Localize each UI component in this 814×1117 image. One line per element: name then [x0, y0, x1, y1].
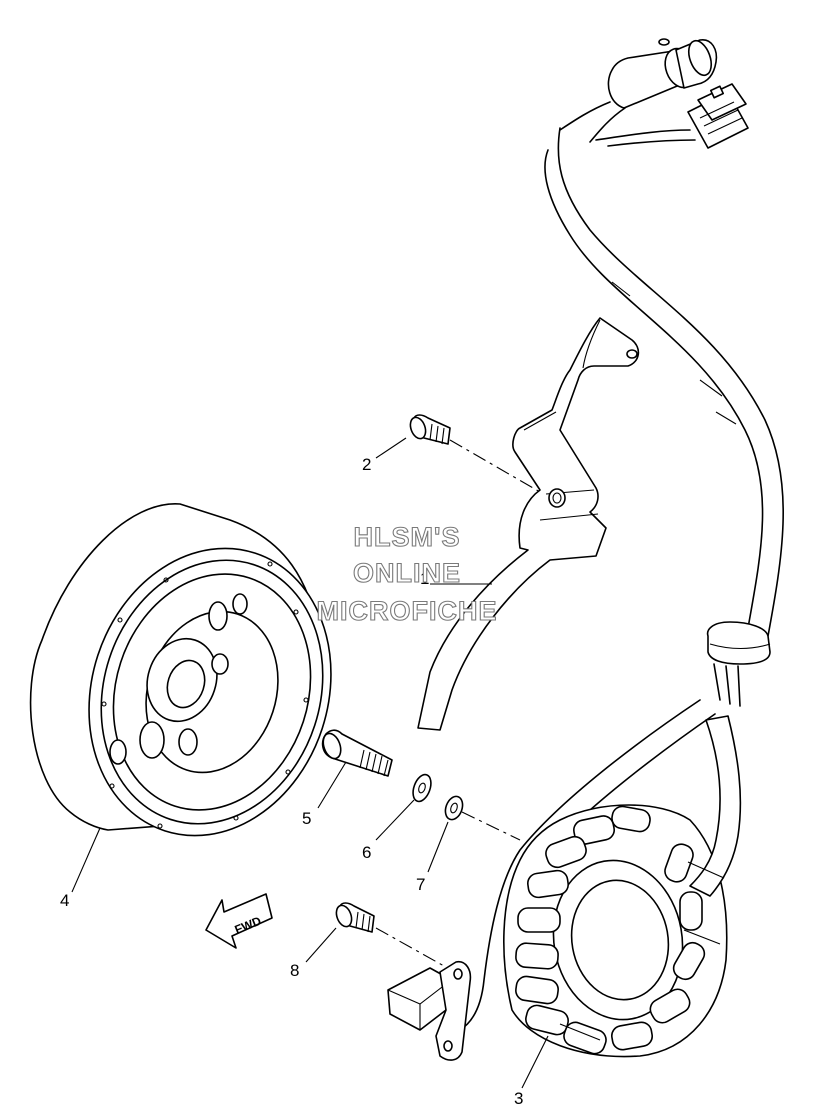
fwd-direction-arrow: FWD — [205, 893, 273, 949]
callout-4: 4 — [60, 891, 69, 910]
pickup-coil — [387, 960, 472, 1061]
stator-coils — [515, 805, 706, 1055]
callout-6: 6 — [362, 843, 371, 862]
washer-axis-line — [461, 811, 521, 841]
screw-upper — [409, 414, 451, 445]
leader-lines — [71, 437, 549, 1089]
screw-axis-line-lower — [375, 927, 445, 967]
callout-1: 1 — [420, 569, 429, 588]
callout-labels: 1 2 3 4 5 6 7 8 — [60, 455, 523, 1108]
screw-lower — [335, 902, 375, 933]
callout-2: 2 — [362, 455, 371, 474]
callout-3: 3 — [514, 1089, 523, 1108]
watermark-line-1: HLSM'S — [354, 522, 461, 552]
bracket — [417, 317, 640, 731]
callout-5: 5 — [302, 809, 311, 828]
rectangular-connector — [687, 83, 749, 149]
rotor-rim-holes — [101, 561, 309, 829]
bolt — [321, 729, 393, 777]
watermark-line-2: ONLINE — [353, 558, 461, 588]
round-connector — [607, 38, 718, 109]
wire-grommet — [706, 621, 771, 707]
screw-axis-line-upper — [449, 439, 541, 493]
washer-7 — [444, 795, 464, 821]
stator-assembly — [459, 699, 742, 1058]
wire-harness — [544, 101, 784, 637]
watermark: HLSM'S ONLINE MICROFICHE — [316, 521, 498, 626]
callout-8: 8 — [290, 961, 299, 980]
rotor — [29, 503, 332, 837]
watermark-line-3: MICROFICHE — [317, 596, 498, 626]
washer-6 — [412, 773, 432, 803]
callout-7: 7 — [416, 875, 425, 894]
